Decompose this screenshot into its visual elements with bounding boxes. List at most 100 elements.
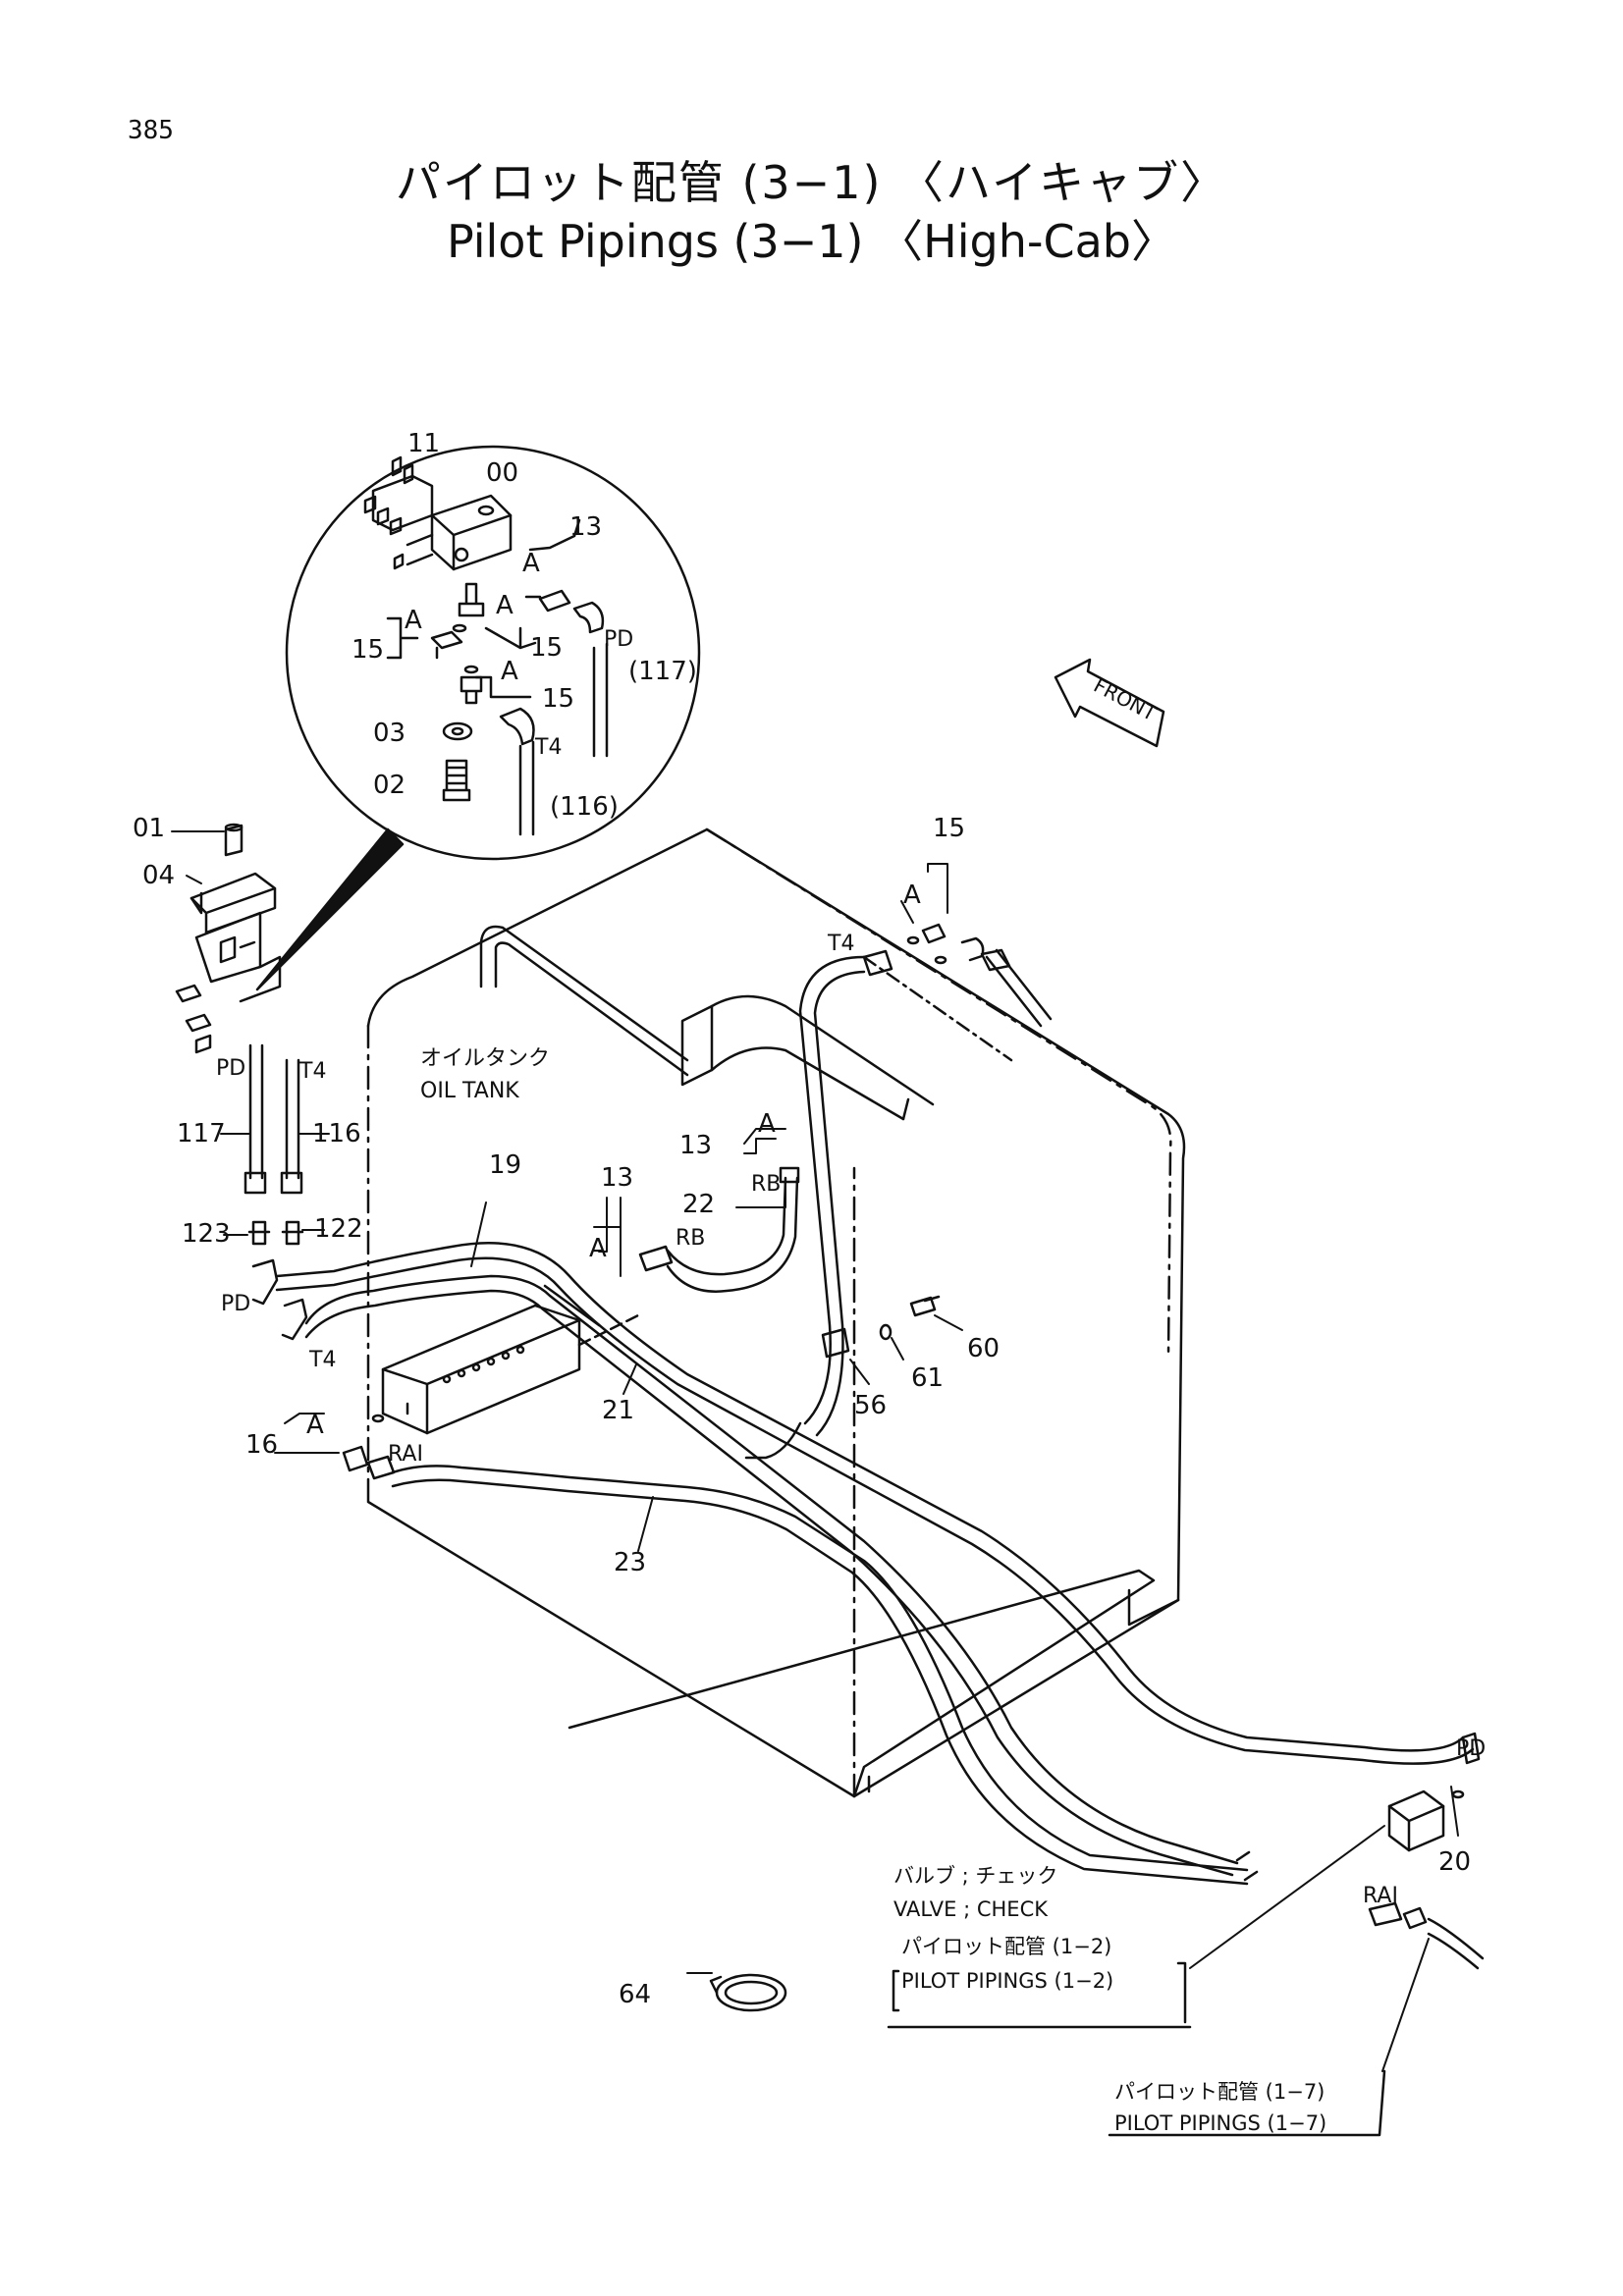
pipe-t4-upper	[744, 949, 893, 1460]
label-a-detail-1: A	[522, 549, 540, 578]
detail-circle	[285, 445, 701, 861]
label-03: 03	[373, 719, 406, 748]
label-pd-3: PD	[221, 1292, 250, 1316]
label-pd-2: PD	[216, 1056, 245, 1081]
label-13-mid: 13	[601, 1163, 633, 1193]
detail-fittings	[430, 582, 605, 802]
leader-15b	[484, 626, 537, 650]
callout-pp12-jp: パイロット配管 (1−2)	[901, 1935, 1111, 1958]
label-t4-detail: T4	[534, 735, 562, 760]
detail-manifold	[363, 455, 434, 536]
pipe-23	[391, 1465, 1249, 1886]
pipe-21	[543, 1284, 601, 1327]
label-15-detail-3: 15	[542, 684, 574, 714]
label-22: 22	[682, 1190, 715, 1219]
label-117-detail: (117)	[628, 657, 697, 686]
label-21: 21	[602, 1396, 634, 1425]
label-a-detail-3: A	[405, 606, 422, 635]
clamp-56	[821, 1327, 850, 1359]
front-arrow-icon	[1054, 658, 1165, 748]
label-a-mid: A	[589, 1234, 607, 1263]
label-19: 19	[489, 1150, 521, 1180]
label-117: 117	[177, 1119, 226, 1148]
pipe-19	[275, 1242, 1475, 1765]
callout-pp17-en: PILOT PIPINGS (1−7)	[1114, 2111, 1326, 2135]
callout-bracket-12-right	[1176, 1961, 1187, 2024]
junction-block	[381, 1304, 640, 1435]
label-02: 02	[373, 771, 406, 800]
check-valve-20	[1387, 1732, 1481, 1852]
hose-117	[248, 1043, 264, 1180]
fittings-15-top	[906, 923, 1053, 1028]
label-pd-4: PD	[1456, 1736, 1486, 1761]
label-00: 00	[486, 458, 518, 488]
callout-pp17-jp: パイロット配管 (1−7)	[1114, 2080, 1325, 2104]
bolt-60	[909, 1295, 941, 1317]
label-rai-2: RAI	[1363, 1884, 1398, 1908]
tank-centerline	[862, 955, 1013, 1062]
page-title-en: Pilot Pipings (3−1) 〈High-Cab〉	[447, 215, 1176, 268]
label-116-detail: (116)	[550, 792, 619, 822]
detail-hose-117	[592, 642, 609, 758]
leader-13a	[528, 518, 581, 552]
label-01: 01	[133, 814, 165, 843]
control-valve	[175, 823, 282, 1054]
label-64: 64	[619, 1980, 651, 2009]
detail-valve-block	[393, 494, 513, 571]
fitting-rai-right	[1368, 1901, 1485, 1970]
pipe-22	[638, 1166, 800, 1293]
label-20: 20	[1438, 1847, 1471, 1877]
callout-bracket-12-left	[892, 1969, 900, 2012]
label-rb-1: RB	[751, 1172, 781, 1197]
oil-tank	[366, 828, 1186, 1798]
detail-pointer	[255, 828, 405, 991]
label-t4-top: T4	[827, 932, 854, 956]
page-number: 385	[128, 116, 174, 145]
label-a-detail-4: A	[501, 657, 518, 686]
label-t4-2: T4	[298, 1059, 326, 1084]
callout-valve-jp: バルブ ; チェック	[893, 1864, 1057, 1888]
label-04: 04	[142, 861, 175, 890]
page-title-jp: パイロット配管 (3−1) 〈ハイキャブ〉	[395, 156, 1228, 209]
leader-15c	[474, 675, 532, 699]
label-11: 11	[407, 429, 440, 458]
label-122: 122	[314, 1214, 363, 1244]
label-rai-1: RAI	[388, 1442, 423, 1467]
elbow-pd	[251, 1258, 279, 1306]
leader-lines	[171, 830, 1459, 2072]
label-16: 16	[245, 1430, 278, 1460]
label-t4-3: T4	[308, 1348, 336, 1372]
label-a-top: A	[903, 881, 921, 910]
label-123: 123	[182, 1219, 231, 1249]
detail-hose-116	[518, 740, 535, 836]
label-pd-detail: PD	[604, 627, 633, 652]
label-15-detail-1: 15	[352, 635, 384, 665]
label-61: 61	[911, 1363, 944, 1393]
label-a-right: A	[758, 1109, 776, 1139]
leader-15a	[386, 616, 419, 660]
label-15-detail-2: 15	[530, 633, 563, 663]
callout-underline-17	[1108, 2069, 1386, 2137]
oil-tank-label-en: OIL TANK	[420, 1079, 519, 1103]
fitting-16	[342, 1445, 396, 1480]
label-13-right: 13	[679, 1131, 712, 1160]
label-a-16: A	[306, 1411, 324, 1440]
hose-116	[285, 1058, 300, 1180]
washer-61	[879, 1323, 893, 1341]
label-60: 60	[967, 1334, 1000, 1363]
elbow-t4	[281, 1298, 308, 1341]
label-15-top: 15	[933, 814, 965, 843]
oil-tank-label-jp: オイルタンク	[420, 1046, 550, 1071]
callout-valve-en: VALVE ; CHECK	[893, 1897, 1049, 1921]
label-rb-2: RB	[676, 1226, 705, 1251]
callout-pp12-en: PILOT PIPINGS (1−2)	[901, 1969, 1113, 1993]
label-116: 116	[312, 1119, 361, 1148]
pipe-t4-lower	[304, 1274, 1239, 1877]
label-23: 23	[614, 1548, 646, 1577]
label-a-detail-2: A	[496, 591, 514, 620]
label-56: 56	[854, 1391, 887, 1420]
label-13-detail: 13	[569, 512, 602, 542]
clamp-64	[709, 1973, 787, 2012]
pipe-break	[1235, 1850, 1259, 1882]
